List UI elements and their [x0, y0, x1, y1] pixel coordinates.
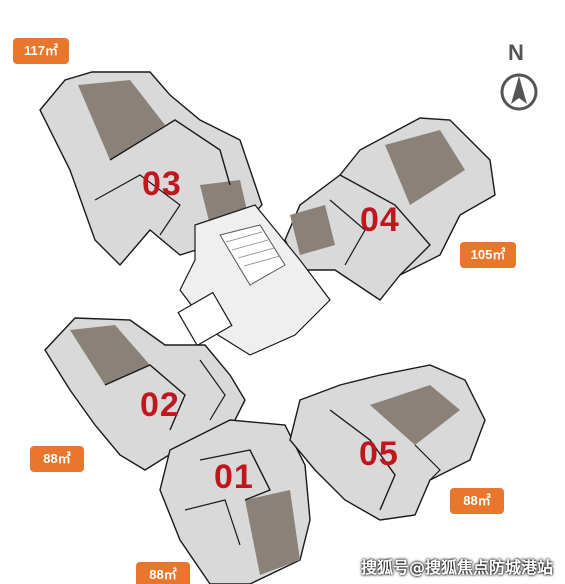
unit-number-01: 01	[214, 458, 254, 496]
area-badge-01: 88㎡	[136, 562, 190, 584]
area-badge-04: 105㎡	[460, 242, 516, 268]
compass-icon	[500, 73, 538, 111]
area-badge-05: 88㎡	[450, 488, 504, 514]
watermark: 搜狐号@搜狐焦点防城港站	[360, 558, 553, 577]
wing-01	[159, 419, 311, 584]
core	[177, 204, 331, 356]
wing-05	[289, 364, 486, 521]
dark-room	[385, 130, 465, 205]
area-badge-03: 117㎡	[13, 38, 69, 64]
area-badge-02: 88㎡	[30, 446, 84, 472]
dark-room	[370, 385, 460, 445]
dark-room	[70, 325, 150, 385]
wing-02	[44, 317, 246, 471]
wing-03	[39, 71, 263, 267]
north-label: N	[508, 40, 524, 65]
wing-04	[284, 117, 496, 301]
unit-number-03: 03	[142, 165, 182, 203]
unit-number-05: 05	[359, 435, 399, 473]
unit-number-04: 04	[360, 201, 400, 239]
unit-number-02: 02	[140, 386, 180, 424]
dark-room	[290, 205, 335, 255]
dark-room	[78, 80, 165, 160]
dark-room	[245, 490, 300, 575]
